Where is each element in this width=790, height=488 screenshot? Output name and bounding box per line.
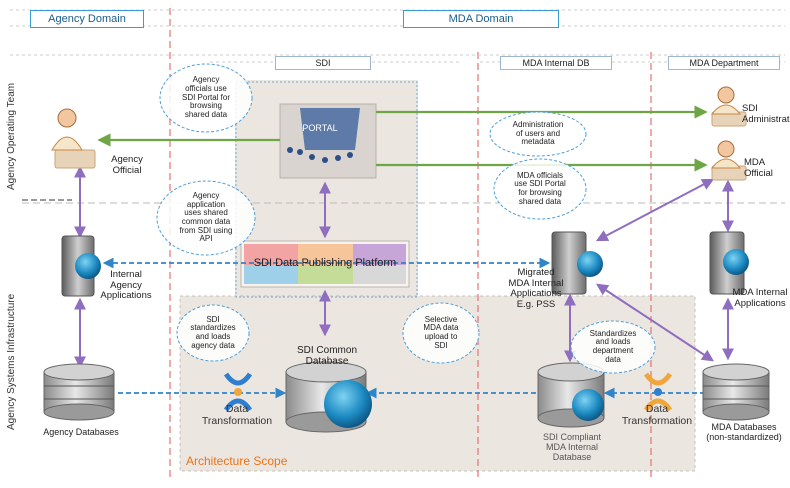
sdi-common-database-icon	[285, 361, 372, 433]
left-transformation-icon	[223, 372, 253, 412]
mda-internal-apps-label: MDA Internal Applications	[732, 287, 788, 309]
mda-internal-server-icon	[709, 231, 749, 295]
agency-domain-header: Agency Domain	[30, 10, 144, 28]
bubble-selective-upload: Selective MDA data upload to SDI	[423, 314, 459, 350]
agency-official-icon	[51, 108, 96, 169]
sdi-compliant-database-icon	[537, 362, 605, 428]
mda-official-icon	[710, 140, 747, 181]
bubble-standardize-dept: Standardizes and loads department data	[589, 328, 637, 364]
sdi-header: SDI	[275, 56, 371, 70]
internal-agency-server-icon	[61, 235, 101, 297]
bubble-agency-browse: Agency officials use SDI Portal for brow…	[181, 75, 230, 119]
bubble-mda-browse: MDA officials use SDI Portal for browsin…	[514, 170, 566, 206]
sdi-administrator-label: SDI Administrator	[742, 103, 790, 125]
architecture-scope-label: Architecture Scope	[186, 454, 288, 468]
sdi-administrator-icon	[710, 86, 747, 127]
mda-internal-db-header: MDA Internal DB	[500, 56, 612, 70]
systems-infra-label: Agency Systems Infrastructure	[6, 293, 17, 430]
agency-databases-icon	[43, 363, 115, 421]
platform-label: SDI Data Publishing Platform	[253, 257, 397, 269]
right-transformation-icon	[643, 372, 673, 412]
portal-label: PORTAL	[302, 123, 337, 133]
mda-databases-icon	[702, 363, 770, 421]
right-transformation-label: Data Transformation	[621, 403, 693, 427]
agency-databases-label: Agency Databases	[43, 427, 119, 437]
bubble-admin-users: Administration of users and metadata	[512, 120, 564, 147]
mda-official-label: MDA Official	[744, 157, 773, 179]
sdi-common-database-label: SDI Common Database	[296, 345, 357, 368]
speech-bubbles	[156, 63, 656, 374]
mda-domain-header: MDA Domain	[403, 10, 559, 28]
sdi-compliant-database-label: SDI Compliant MDA Internal Database	[542, 432, 602, 463]
mda-department-header: MDA Department	[668, 56, 780, 70]
migrated-mda-server-icon	[551, 231, 603, 295]
portal-screen: PORTAL	[279, 103, 377, 179]
left-transformation-label: Data Transformation	[201, 403, 273, 427]
operating-team-label: Agency Operating Team	[6, 82, 17, 190]
purple-arrows	[74, 165, 734, 369]
bubble-sdi-standardizes: SDI standardizes and loads agency data	[190, 314, 236, 350]
bubble-agency-api: Agency application uses shared common da…	[179, 191, 233, 244]
migrated-mda-apps-label: Migrated MDA Internal Applications E.g. …	[508, 267, 564, 310]
internal-agency-apps-label: Internal Agency Applications	[100, 269, 152, 302]
agency-official-label: Agency Official	[111, 154, 143, 176]
mda-databases-label: MDA Databases (non-standardized)	[706, 422, 782, 443]
